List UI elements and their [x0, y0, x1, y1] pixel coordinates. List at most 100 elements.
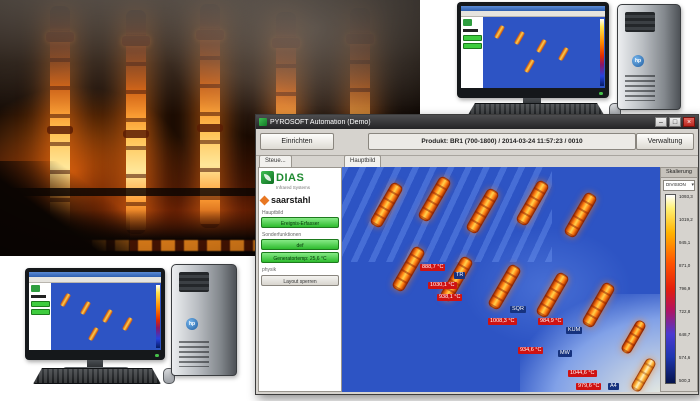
mini-billet [87, 326, 100, 342]
window-titlebar[interactable]: PYROSOFT Automation (Demo) – □ × [256, 115, 698, 129]
dias-logo: DIAS [261, 171, 339, 184]
mini-titlebar [461, 6, 605, 11]
mini-billet [79, 300, 92, 316]
thermal-label-layer: 888,7 °C TR 1030,1 °C 938,1 °C SQR 1008,3 °C 9… [342, 167, 660, 392]
power-led [155, 354, 159, 357]
scale-tick: 1093,3 [679, 194, 693, 199]
monitor-stand [87, 360, 103, 368]
scale-tick: 722,8 [679, 309, 691, 314]
scale-header: Skalierung [661, 168, 697, 178]
scale-tick: 648,7 [679, 332, 691, 337]
saarstahl-logo-icon [259, 195, 270, 205]
temperature-label: 984,9 °C [538, 318, 564, 325]
setup-button[interactable]: Einrichten [260, 133, 334, 150]
workstation-bottom-left: hp [25, 264, 245, 399]
saarstahl-logo-text: saarstahl [271, 195, 311, 205]
tag-label: SQR [510, 306, 526, 313]
minimize-icon[interactable]: – [655, 117, 667, 127]
mini-saarstahl-logo [31, 295, 46, 298]
mini-thermal-image [483, 17, 605, 88]
mini-thermal-image [51, 283, 161, 350]
temperature-color-scale [665, 194, 676, 384]
pc-tower: hp [617, 4, 681, 110]
scale-panel: Skalierung DIVISION 1093,31019,2945,1871… [660, 167, 698, 392]
hp-badge: hp [632, 54, 644, 67]
mini-button [31, 309, 50, 315]
event-recorder-button[interactable]: Ereignis-Erfasser [261, 217, 339, 228]
mini-color-scale [600, 19, 604, 86]
mini-sidebar [461, 17, 484, 88]
tab-control-panel[interactable]: Steue... [259, 155, 292, 167]
tower-vents [179, 341, 209, 367]
mini-dias-logo [31, 285, 40, 292]
tag-label: TR [454, 272, 466, 279]
temperature-label: 1030,1 °C [428, 282, 457, 289]
tab-row: Steue... Hauptbild [256, 155, 698, 167]
monitor-screen [461, 6, 605, 88]
temperature-label: 888,7 °C [420, 264, 446, 271]
temperature-label: 934,6 °C [518, 347, 544, 354]
mini-button [31, 301, 50, 307]
pyrosoft-window: PYROSOFT Automation (Demo) – □ × Einrich… [255, 114, 699, 395]
tag-label: MW [558, 350, 572, 357]
monitor-screen [29, 272, 161, 350]
section-label-special: Sonderfunktionen [262, 232, 302, 238]
mini-billet [59, 292, 72, 308]
workstation-top-right: hp [455, 2, 700, 120]
mini-toolbar [29, 277, 161, 283]
mini-sidebar [29, 283, 52, 350]
scale-tick: 871,0 [679, 263, 691, 268]
pc-tower: hp [171, 264, 237, 376]
monitor [25, 268, 165, 360]
mini-billet [535, 38, 548, 54]
thermal-image: 888,7 °C TR 1030,1 °C 938,1 °C SQR 1008,3 °C 9… [342, 167, 660, 392]
hp-badge: hp [186, 317, 198, 330]
tab-main-image[interactable]: Hauptbild [344, 155, 382, 167]
mini-button [463, 35, 482, 41]
mini-toolbar [461, 11, 605, 17]
mini-billet [121, 316, 134, 332]
tower-vents [625, 75, 655, 101]
section-label-main: Hauptbild [262, 210, 284, 216]
close-icon[interactable]: × [683, 117, 695, 127]
control-sidebar: DIAS Infrared Systems saarstahl Hauptbil… [258, 167, 342, 392]
mini-button [463, 43, 482, 49]
scale-tick: 796,9 [679, 286, 691, 291]
dias-logo-icon [261, 171, 274, 184]
mini-dias-logo [463, 19, 472, 26]
mini-titlebar [29, 272, 161, 277]
admin-button[interactable]: Verwaltung [636, 133, 694, 150]
mini-billet [513, 30, 526, 46]
power-led [599, 92, 603, 95]
saarstahl-logo: saarstahl [259, 195, 339, 205]
keyboard [33, 368, 161, 384]
maximize-icon[interactable]: □ [669, 117, 681, 127]
main-toolbar: Einrichten Produkt: BR1 (700-1800) / 201… [256, 129, 698, 156]
drive-bay [179, 272, 209, 292]
scale-tick: 945,1 [679, 240, 691, 245]
def-button[interactable]: def [261, 239, 339, 250]
section-label-phys: physik [262, 267, 277, 273]
monitor [457, 2, 609, 98]
generator-temp-button[interactable]: Generatortemp: 25,6 °C [261, 252, 339, 263]
steel-mill-photo [0, 0, 420, 256]
product-status-label[interactable]: Produkt: BR1 (700-1800) / 2014-03-24 11:… [368, 133, 636, 150]
scale-mode-dropdown[interactable]: DIVISION [663, 180, 695, 191]
temperature-label: 938,1 °C [437, 294, 463, 301]
mini-billet [101, 308, 114, 324]
temperature-label: 1044,6 °C [568, 370, 597, 377]
mini-billet [493, 24, 506, 40]
tag-label: KUM [566, 327, 583, 334]
scale-tick: 574,6 [679, 355, 691, 360]
temperature-label: 1008,3 °C [488, 318, 517, 325]
mini-color-scale [156, 285, 160, 348]
layout-lock-button[interactable]: Layout sperren [261, 275, 339, 286]
monitor-stand [523, 98, 541, 107]
dias-logo-text: DIAS [276, 171, 305, 184]
window-title: PYROSOFT Automation (Demo) [270, 118, 371, 126]
mini-billet [523, 58, 536, 74]
tag-label: A4 [608, 383, 619, 390]
scale-tick: 500,3 [679, 378, 691, 383]
app-icon [259, 118, 267, 126]
